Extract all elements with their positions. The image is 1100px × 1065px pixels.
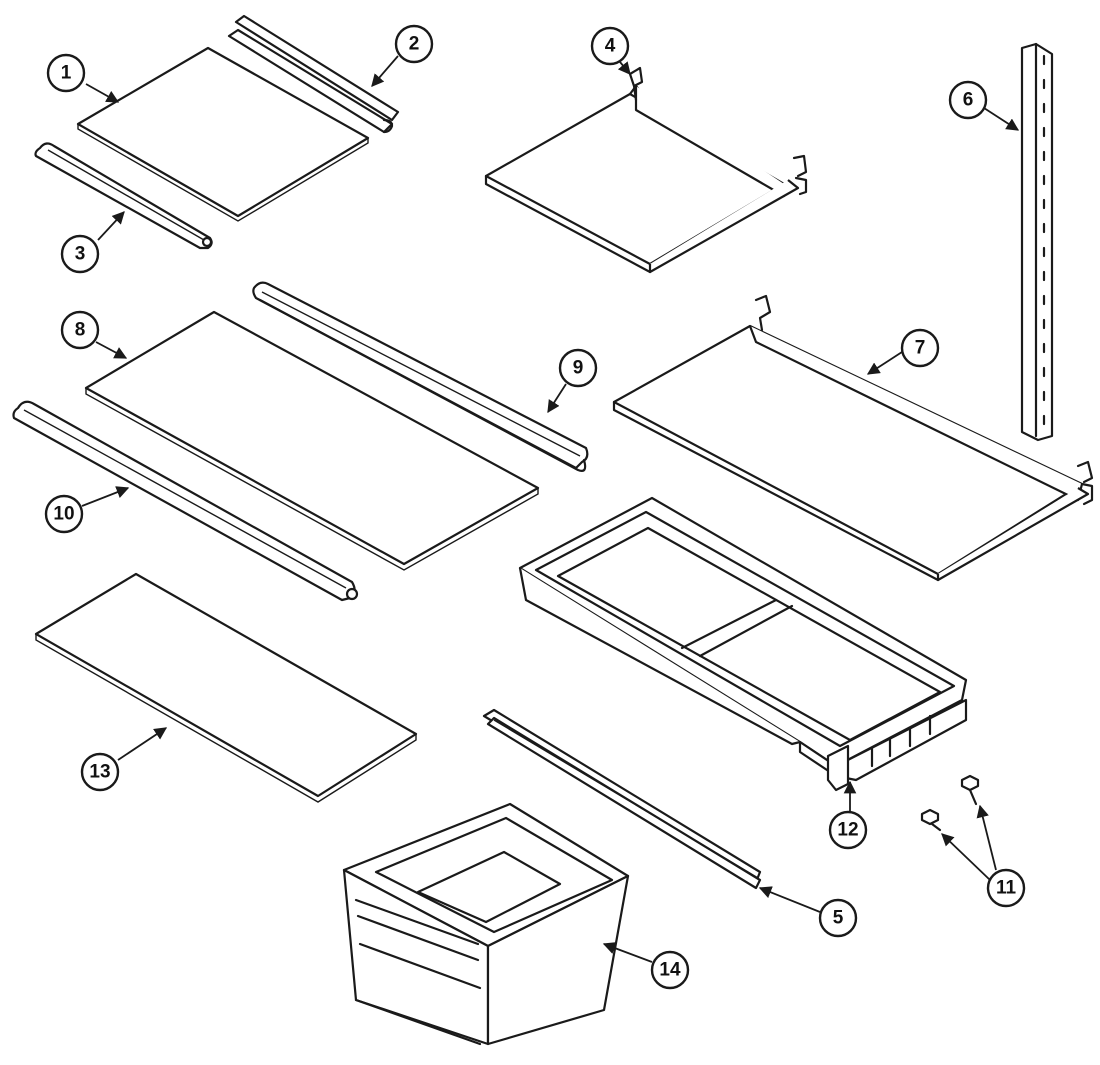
callout-label-14: 14 (659, 960, 681, 981)
callout-7: 7 (866, 328, 940, 375)
callout-label-10: 10 (53, 504, 74, 525)
part-13-crisper-cover-glass (34, 572, 418, 803)
callout-label-13: 13 (89, 762, 110, 783)
part-5-trim-strip (482, 708, 762, 890)
part-9-large-rear-trim (252, 281, 589, 472)
part-12-crisper-cover-frame (518, 496, 968, 792)
callout-label-7: 7 (915, 338, 926, 359)
part-6-vertical-rail (1020, 42, 1054, 442)
callout-label-6: 6 (963, 90, 974, 111)
part-10-large-front-rod (12, 400, 359, 602)
callout-label-1: 1 (61, 63, 72, 84)
callout-1: 1 (46, 53, 120, 103)
callout-10: 10 (44, 486, 130, 534)
part-1-glass-shelf (76, 46, 370, 222)
callout-5: 5 (758, 886, 858, 938)
callout-label-9: 9 (573, 358, 584, 379)
callout-14: 14 (602, 942, 690, 990)
callout-12: 12 (828, 780, 868, 850)
callout-2: 2 (371, 24, 434, 87)
callout-label-5: 5 (833, 908, 844, 929)
callout-4: 4 (590, 26, 631, 75)
callout-6: 6 (948, 80, 1020, 131)
callout-8: 8 (60, 310, 128, 359)
callout-label-11: 11 (996, 878, 1017, 899)
callout-label-4: 4 (605, 36, 616, 57)
callout-label-12: 12 (837, 820, 858, 841)
part-14-crisper-drawer (342, 802, 630, 1046)
part-7-cantilever-shelf-large (612, 294, 1094, 582)
callout-9: 9 (547, 348, 598, 414)
callout-11: 11 (941, 804, 1026, 908)
part-8-large-glass-shelf (84, 310, 540, 571)
part-2-rear-trim (227, 14, 400, 134)
callout-label-8: 8 (75, 320, 86, 341)
callout-3: 3 (60, 211, 125, 274)
callout-label-2: 2 (409, 34, 420, 55)
part-3-front-trim (34, 142, 213, 250)
part-4-cantilever-shelf-small (484, 66, 808, 274)
part-11-screws (920, 774, 980, 832)
callout-13: 13 (80, 727, 168, 792)
callout-label-3: 3 (75, 244, 86, 265)
